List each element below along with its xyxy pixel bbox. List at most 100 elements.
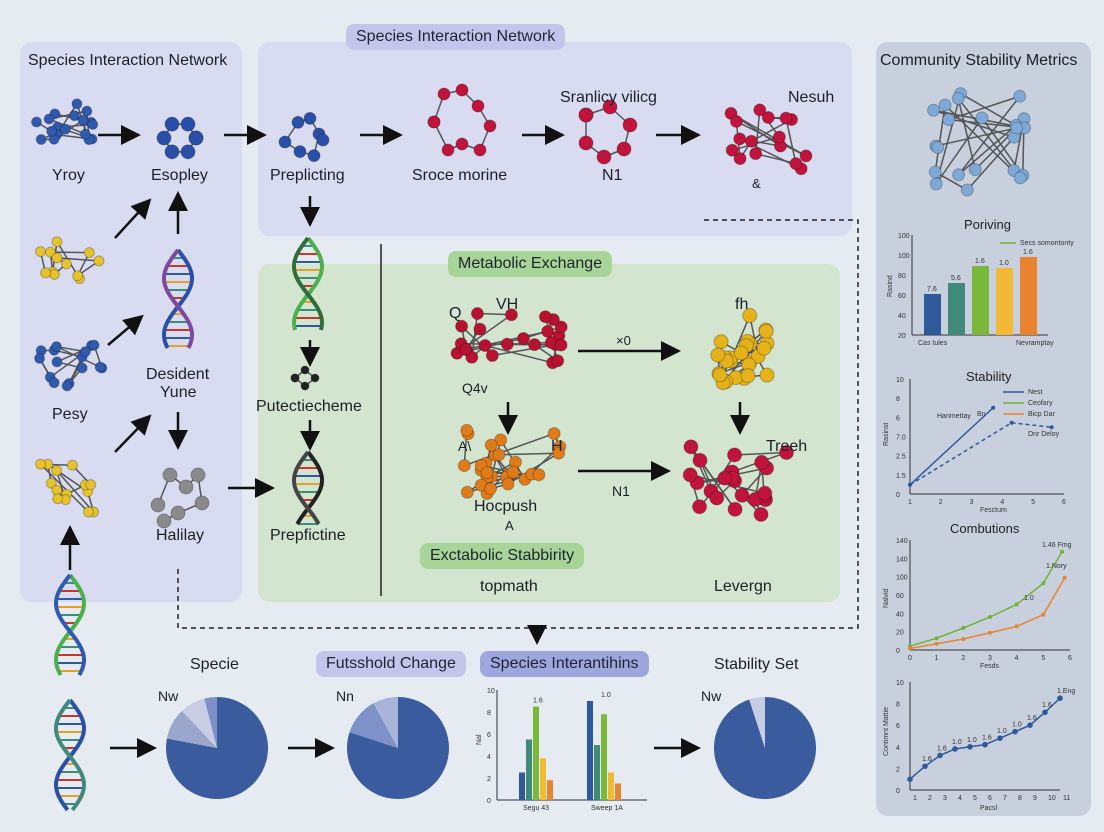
bar-tick-label: 10 xyxy=(487,688,495,695)
tick-label: 140 xyxy=(896,556,908,563)
pie-slice xyxy=(373,697,398,748)
bar xyxy=(587,701,593,800)
top-band-title: Species Interaction Network xyxy=(346,24,566,50)
tick-label: 100 xyxy=(898,233,910,240)
tick-label: 8 xyxy=(896,702,900,709)
data-label: 1.0 xyxy=(997,728,1007,735)
y-label: Rasinst xyxy=(883,423,890,446)
x-tick-label: 4 xyxy=(1000,499,1004,506)
network-graphic xyxy=(927,87,1032,197)
pie3-nw: Nw xyxy=(701,688,722,704)
data-label: 1.Eng xyxy=(1057,688,1075,695)
series-line xyxy=(909,551,1063,647)
pie-stability-set xyxy=(713,697,816,800)
bar xyxy=(601,714,607,800)
data-point xyxy=(1057,695,1063,701)
x-tick-label: 3 xyxy=(943,795,947,802)
molecule-yroy xyxy=(30,98,99,146)
data-point xyxy=(1062,575,1067,580)
bar-tick-label: 8 xyxy=(487,710,491,717)
molecule-yellow-2 xyxy=(35,458,100,518)
bar-group-label: Segu 43 xyxy=(523,805,549,812)
data-point xyxy=(908,646,912,651)
legend-label: Nest xyxy=(1028,389,1042,396)
data-point xyxy=(907,776,913,782)
molecule-sroce xyxy=(427,83,497,157)
arrow xyxy=(114,414,152,453)
data-point xyxy=(934,641,939,646)
chart2-title: Stability xyxy=(966,369,1012,384)
data-point xyxy=(1060,549,1064,554)
data-point xyxy=(991,405,996,410)
met-label-q4v: Q4v xyxy=(462,380,488,396)
molecule-treeh xyxy=(682,439,794,522)
data-point xyxy=(1012,728,1018,735)
dashed-connector xyxy=(177,219,859,629)
met-label-h: H xyxy=(551,438,563,455)
tick-label: 100 xyxy=(896,575,908,582)
y-label: Contimnt Mattie xyxy=(883,707,890,756)
data-point xyxy=(1041,581,1046,586)
dna-prepfictine xyxy=(292,450,324,525)
data-point xyxy=(1041,612,1046,617)
data-point xyxy=(982,741,988,748)
x-tick-label: 6 xyxy=(1068,655,1072,662)
met-label-treeh: Treeh xyxy=(766,438,808,455)
met-label-n1: N1 xyxy=(612,483,630,499)
pie-slice xyxy=(166,710,217,748)
data-point xyxy=(1009,420,1014,425)
annotation: 1.Nory xyxy=(1046,563,1067,570)
x-tick-label: 2 xyxy=(928,795,932,802)
x-label: Fesctum xyxy=(980,507,1007,514)
node-label-amp: & xyxy=(752,176,761,191)
tick-label: 10 xyxy=(896,680,904,687)
bar-data-label: 7.6 xyxy=(927,286,937,293)
annotation: 1.0 xyxy=(1024,595,1034,602)
x-tick-label: 8 xyxy=(1018,795,1022,802)
molecule-pesy xyxy=(34,339,108,392)
data-label: 1.6 xyxy=(1042,702,1052,709)
bar xyxy=(1020,257,1037,335)
node-label-pesy: Pesy xyxy=(52,406,88,423)
bar xyxy=(533,706,539,800)
data-point xyxy=(1049,425,1054,430)
data-point xyxy=(961,637,966,641)
data-label: 1.6 xyxy=(937,745,947,752)
node-label-halilay: Halilay xyxy=(156,527,205,544)
pie-slice xyxy=(349,703,398,748)
annotation: 1.46 Fmg xyxy=(1042,542,1072,549)
molecule-n1 xyxy=(578,99,638,165)
pie-slice xyxy=(749,697,765,748)
tick-label: 6 xyxy=(896,723,900,730)
bar xyxy=(526,739,532,800)
x-tick-label: Cas tules xyxy=(918,340,948,347)
arrow xyxy=(107,314,144,346)
bar-data-label: 5.6 xyxy=(951,275,961,282)
met-label-q: Q xyxy=(449,305,462,322)
bar xyxy=(540,758,546,800)
annotation: Dnr Deloy xyxy=(1028,431,1060,438)
bar-data-label: 1.6 xyxy=(533,698,543,705)
dna-bottom-left-1 xyxy=(53,573,87,676)
chart1-title: Poriving xyxy=(964,217,1011,232)
bar-data-label: 1.6 xyxy=(975,258,985,265)
bar-group-label: Sweep 1A xyxy=(591,805,623,812)
tick-label: 0 xyxy=(896,492,900,499)
bar-data-label: 1.0 xyxy=(999,260,1009,267)
x-tick-label: 5 xyxy=(973,795,977,802)
tick-label: 4 xyxy=(896,745,900,752)
node-label-n1-top: N1 xyxy=(602,167,623,184)
bar-data-label: 1.0 xyxy=(601,692,611,699)
tick-label: 40 xyxy=(898,313,906,320)
annotation: Bn xyxy=(977,411,986,418)
tick-label: 40 xyxy=(896,611,904,618)
tick-label: 1.5 xyxy=(896,473,906,480)
pie-slice xyxy=(182,698,217,748)
met-label-fh: fh xyxy=(735,296,749,313)
pill-futsshold: Futsshold Change xyxy=(316,651,466,677)
met-label-levergn: Levergn xyxy=(714,578,772,595)
series-line xyxy=(909,407,994,486)
x-tick-label: 10 xyxy=(1048,795,1056,802)
